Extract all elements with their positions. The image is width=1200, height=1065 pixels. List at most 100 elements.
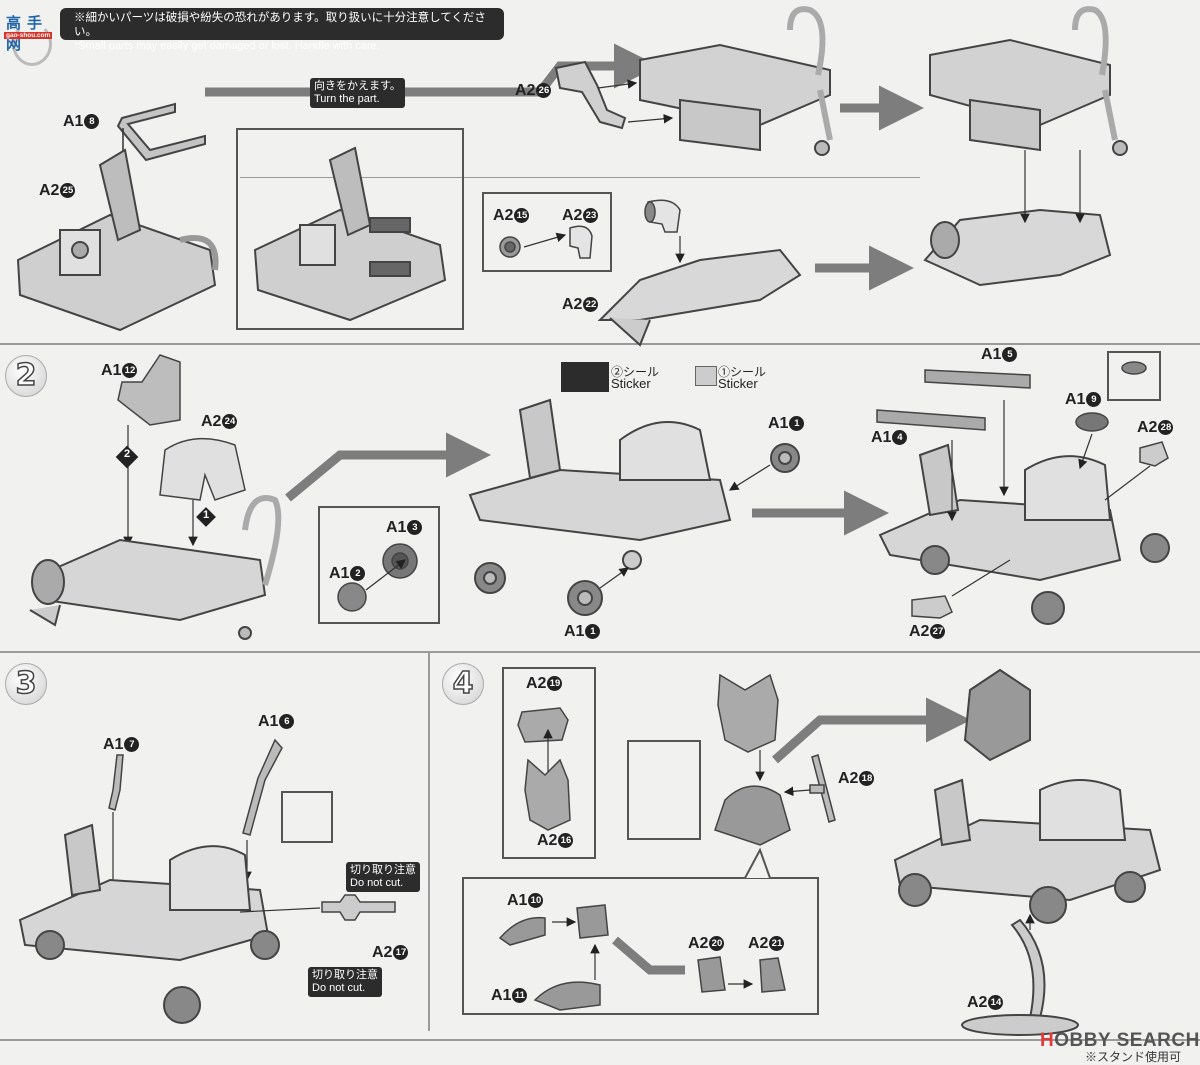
chassis-step2	[29, 495, 282, 640]
caution-en: Do not cut.	[350, 877, 404, 889]
turn-part-tag: 向きをかえます。 Turn the part.	[310, 78, 405, 108]
part-a2-27-pipe	[911, 595, 953, 619]
step-number-4: 4	[442, 663, 484, 705]
part-a1-10-hand	[498, 916, 546, 946]
chassis-step1	[639, 6, 833, 156]
part-a1-8-crossbar	[116, 102, 206, 162]
part-a2-22-body	[597, 248, 802, 347]
part-a1-11-leg	[533, 981, 601, 1011]
part-a2-23-housing	[569, 225, 593, 259]
wheel-inset-frame	[318, 506, 440, 624]
step1-inset-frame	[236, 128, 464, 330]
handling-notice: ※細かいパーツは破損や紛失の恐れがあります。取り扱いに十分注意してください。 *…	[60, 8, 504, 52]
part-a2-18-arm	[809, 754, 836, 823]
part-a2-17-axle	[321, 894, 396, 921]
part-a2-16-head	[524, 758, 571, 831]
logo-url: gao-shou.com	[4, 32, 53, 39]
hobby-search-watermark: HOBBY SEARCH	[1040, 1030, 1200, 1051]
chassis-step1-result	[929, 6, 1128, 156]
body-assembled	[923, 208, 1112, 287]
vehicle-step2	[468, 398, 732, 570]
frame-inset-result	[253, 146, 447, 322]
step1-inner-divider	[240, 177, 920, 178]
order-marker-1-text: 1	[202, 509, 210, 521]
part-a1-12-seat	[117, 354, 181, 426]
turn-tag-jp: 向きをかえます。	[314, 80, 401, 92]
logo-name: 高手网	[6, 15, 49, 53]
step-number-2: 2	[5, 355, 47, 397]
section-divider-2	[0, 651, 1200, 653]
part-a1-4-gun	[876, 409, 986, 431]
part-a2-15-lens	[499, 236, 521, 258]
vehicle-step3	[18, 823, 280, 1024]
part-a2-14-stand	[961, 918, 1079, 1036]
sticker-1-swatch	[695, 366, 717, 386]
lamp-inset-frame	[482, 192, 612, 272]
part-a2-25-frame	[16, 148, 219, 332]
logo-ring-icon	[12, 22, 52, 66]
part-a1-6-flag	[242, 738, 283, 836]
part-a1-2-hub	[337, 582, 367, 612]
do-not-cut-tag-top: 切り取り注意 Do not cut.	[346, 862, 420, 892]
part-a2-21-foot	[759, 957, 786, 993]
lamp-assembled	[644, 199, 681, 233]
notice-jp: ※細かいパーツは破損や紛失の恐れがあります。取り扱いに十分注意してください。	[74, 12, 486, 38]
wheel-a1-1-bottom	[567, 580, 603, 616]
part-a1-7-rod	[108, 754, 124, 811]
part-a1-9-cap	[1075, 412, 1109, 432]
part-a1-5-gun	[924, 369, 1031, 389]
hobby-search-logo-icon: H	[1040, 1030, 1055, 1051]
notice-en: *Small parts may easily get damaged or l…	[74, 40, 380, 52]
sticker-2-swatch	[561, 362, 609, 392]
vehicle-step2-result	[878, 443, 1170, 625]
caution-jp: 切り取り注意	[350, 864, 416, 876]
footer-note: ※スタンド使用可	[1085, 1050, 1182, 1064]
caution-jp: 切り取り注意	[312, 969, 378, 981]
do-not-cut-tag-bottom: 切り取り注意 Do not cut.	[308, 967, 382, 997]
step4-arrow-main	[772, 715, 955, 764]
part-a2-26-lever	[554, 60, 627, 130]
figure-body	[714, 785, 791, 846]
turn-tag-en: Turn the part.	[314, 93, 380, 105]
wheel-a1-1-top	[770, 443, 800, 473]
head-assembled	[717, 673, 779, 753]
step2-arrow-main	[285, 450, 480, 502]
site-logo: 高手网 gao-shou.com	[2, 6, 64, 66]
section-divider-bottom	[0, 1039, 1200, 1041]
step4-arrow-inset	[612, 936, 685, 975]
caution-en: Do not cut.	[312, 982, 366, 994]
part-a2-19-goggle	[517, 707, 569, 743]
lap-assembled	[576, 904, 609, 939]
part-a2-28-pipe	[1139, 441, 1169, 467]
